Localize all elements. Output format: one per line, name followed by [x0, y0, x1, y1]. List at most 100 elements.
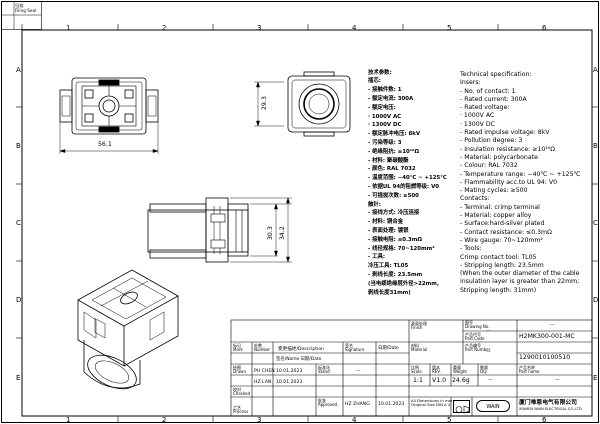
tech-spec-cn-line: - 接触电阻: ≤0.3mΩ: [368, 236, 422, 243]
side-view-top: [287, 71, 351, 137]
qty-label: 数量 Qty: [480, 365, 488, 375]
tech-spec-cn-line: - 材料: 聚碳酸酯: [368, 157, 409, 164]
tech-spec-en: Technical specification: Insers:- No. of…: [460, 71, 580, 294]
part-name-label: 产品名称 Part name: [519, 365, 540, 375]
tech-spec-en-line: - Tools:: [460, 245, 482, 253]
standard-label: 标准化 Stand: [318, 365, 330, 375]
scale-label: 比例 Scale: [411, 365, 422, 375]
filing-seal-label: 归档 Filing Seal: [15, 3, 37, 13]
tech-spec-en-line: - Flammability acc.to UL 94: V0: [460, 178, 558, 186]
tech-spec-cn-line: - 温度范围: −40℃ ~ +125℃: [368, 175, 447, 182]
zone-left-c: C: [16, 219, 21, 227]
zone-bottom-3: 3: [257, 416, 262, 424]
zone-left-e: E: [16, 374, 21, 382]
zone-bottom-2: 2: [162, 416, 167, 424]
zone-bottom-5: 5: [447, 416, 452, 424]
tech-spec-cn-line: 触针:: [368, 201, 381, 208]
finish-value: —: [486, 329, 491, 334]
tech-spec-en-line: (When the outer diameter of the cable: [460, 270, 580, 278]
company-name-cn: 厦门唯恩电气有限公司: [519, 400, 577, 406]
tech-spec-cn-line: - 线径规格: 70~120mm²: [368, 245, 435, 252]
tech-spec-en-line: - Pollution degree: 3: [460, 137, 523, 145]
checked-label: 校对 Checked: [233, 387, 251, 397]
name-date-label: 签名/Name 日期/Date: [276, 357, 322, 362]
weight-value: 24.6g: [452, 377, 470, 384]
tech-spec-cn-line: - 可插拔次数: ≥500: [368, 192, 419, 199]
tech-spec-cn: 技术参数: 插芯: - 接触件数: 1- 额定电流: 300A- 额定电压: ·…: [368, 70, 447, 296]
dim-height-side: [230, 197, 292, 263]
tech-spec-en-line: - Rated voltage:: [460, 104, 510, 112]
tech-spec-en-line: - No. of contact: 1: [460, 87, 516, 95]
drawn-by: PH CHEN: [254, 369, 275, 374]
material-label: 材料 Material: [411, 343, 428, 353]
tech-spec-cn-line: 冷压工具: TL05: [368, 263, 409, 270]
zone-left-d: D: [16, 296, 22, 304]
dim-34-2: 34.2: [279, 226, 286, 240]
tech-spec-en-title: Technical specification:: [460, 71, 532, 78]
dim-30-3: 30.3: [267, 226, 274, 240]
zone-right-c: C: [593, 219, 598, 227]
zone-right-b: B: [593, 142, 598, 150]
dim-56-1: 56.1: [98, 141, 112, 148]
zone-bottom-6: 6: [542, 416, 547, 424]
tech-spec-cn-line: - 接触件数: 1: [368, 87, 402, 94]
drawn-label: 绘图 Drawn: [233, 365, 246, 375]
tech-spec-en-line: Contacts:: [460, 195, 490, 203]
tech-spec-en-line: - Rated current: 300A: [460, 95, 527, 103]
tech-spec-en-line: - Insulation resistance: ≥10¹⁰Ω: [460, 145, 555, 153]
rev-col-description: 变更描述/Description: [278, 347, 325, 352]
checked-by: HZ LAN: [254, 380, 272, 385]
tech-spec-en-line: - Surface:hard-silver plated: [460, 220, 545, 228]
tech-spec-cn-line: - 额定脉冲电压: 8kV: [368, 131, 420, 138]
zone-right-d: D: [593, 296, 599, 304]
approved-label: 批准 Approved: [318, 398, 338, 408]
drawing-no-label: 图号 Drawing No.: [465, 320, 490, 330]
drawn-date: 10.01.2023: [276, 369, 303, 374]
tech-spec-cn-line: · 1000V AC: [368, 113, 402, 120]
part-code-value: H2MK300-001-MC: [519, 333, 575, 340]
approved-by: HZ ZHANG: [345, 402, 370, 407]
rev-col-mark: 标记 Mark: [233, 343, 243, 353]
zone-right-e: E: [593, 374, 598, 382]
tech-spec-en-line: insulation layer is greater than 22mm;: [460, 278, 580, 286]
isometric-view: [77, 269, 179, 390]
tech-spec-en-line: - Material: copper alloy: [460, 212, 532, 220]
zone-ticks-top: [16, 24, 598, 422]
tech-spec-cn-line: - 接线方式: 冷压连接: [368, 210, 420, 217]
checked-date: 10.01.2023: [276, 380, 303, 385]
tech-spec-cn-line: - 依据UL 94的阻燃等级: V0: [368, 183, 439, 190]
zone-right-a: A: [593, 66, 598, 74]
tech-spec-en-line: - Mating cycles: ≥500: [460, 187, 528, 195]
tech-spec-cn-line: - 绝缘阻抗: ≥10¹⁰Ω: [368, 148, 420, 155]
zone-top-4: 4: [352, 24, 357, 32]
tech-spec-cn-line: · 1300V DC: [368, 122, 402, 129]
part-number-value: 1290010100510: [519, 354, 571, 361]
projection-symbol-icon: [453, 400, 470, 414]
tech-spec-en-line: · 1000V AC: [460, 112, 495, 120]
part-number-label: 产品编号 Part Number: [465, 343, 491, 353]
rev-label: 版本 REV.: [432, 365, 441, 375]
tech-spec-cn-line: - 材料: 铜合金: [368, 219, 404, 226]
company-logo: WAIN: [476, 400, 510, 412]
zone-left-b: B: [16, 142, 21, 150]
tech-spec-en-line: - Stripping length: 23.5mm: [460, 261, 544, 269]
company-name-en: XIAMEN WAIN ELECTRICAL CO.,LTD: [519, 407, 582, 411]
tech-spec-en-line: - Wire gauge: 70~120mm²: [460, 236, 543, 244]
tech-spec-en-line: - Colour: RAL 7032: [460, 162, 518, 170]
dim-width-top: [59, 122, 159, 154]
qty-value: —: [488, 378, 493, 383]
tech-spec-cn-line: - 颜色: RAL 7032: [368, 166, 416, 173]
tech-spec-en-line: - Terminal: crimp terminal: [460, 203, 540, 211]
filing-seal-box: [1, 1, 42, 30]
tech-spec-en-line: - Material: polycarbonate: [460, 153, 538, 161]
tech-spec-cn-line: - 剥线长度: 23.5mm: [368, 271, 423, 278]
side-elevation: [147, 197, 249, 263]
zone-top-6: 6: [542, 24, 547, 32]
zone-top-5: 5: [447, 24, 452, 32]
process-label: 工艺 Process: [233, 405, 249, 415]
rev-col-signature: 签名 Signature: [345, 343, 365, 353]
rev-col-number: 处数 Number: [254, 343, 271, 353]
title-block-grid: [230, 319, 593, 417]
